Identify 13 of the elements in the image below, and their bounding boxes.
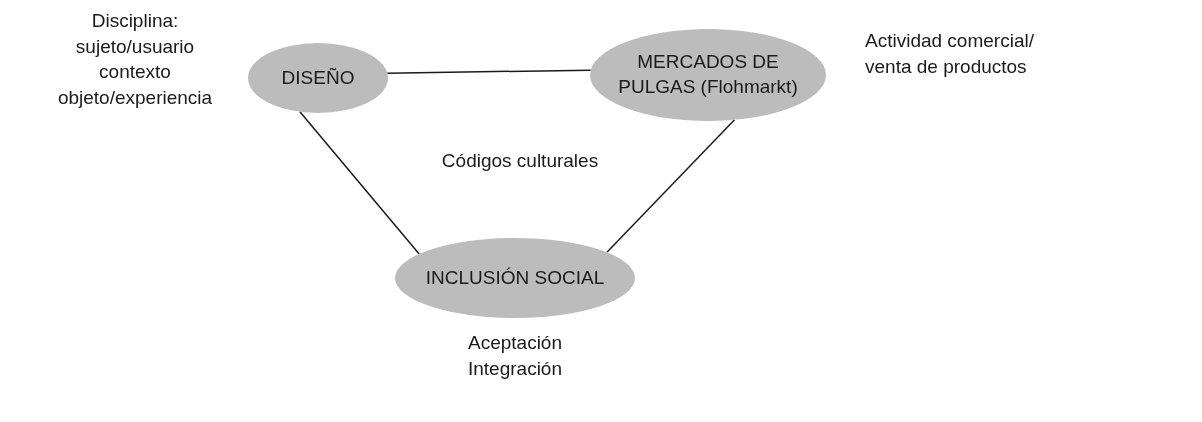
annotation-text: Disciplina: sujeto/usuario contexto objeto/experiencia	[56, 9, 214, 110]
ellipse-node	[248, 43, 388, 113]
connector-line	[606, 119, 736, 254]
node-label: MERCADOS DE PULGAS (Flohmarkt)	[617, 50, 799, 99]
node-label: INCLUSIÓN SOCIAL	[425, 265, 605, 290]
annotation-text: Aceptación Integración	[467, 331, 563, 381]
ellipse-node	[590, 29, 826, 121]
ellipse-node	[395, 238, 635, 318]
node-label: DISEÑO	[281, 65, 355, 90]
connector-line	[299, 111, 420, 255]
annotation-text: Actividad comercial/ venta de productos	[865, 29, 1035, 79]
annotation-text: Códigos culturales	[440, 149, 600, 173]
connector-line	[386, 69, 592, 74]
